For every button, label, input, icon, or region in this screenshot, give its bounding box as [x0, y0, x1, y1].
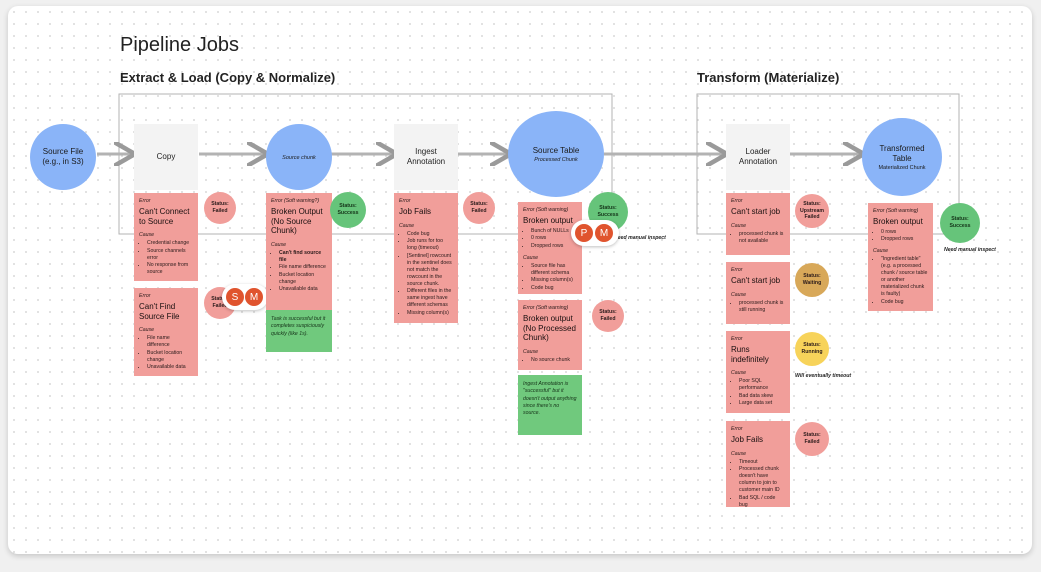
- note-manual-inspect: Need manual inspect: [944, 247, 996, 253]
- note-ingest-no-output[interactable]: Ingest Annotation is "successful" but it…: [518, 375, 582, 435]
- collaborator-avatar[interactable]: M: [244, 287, 264, 307]
- cause-item: Job runs for too long (timeout): [407, 238, 453, 252]
- status-badge-upstream-failed: Status:Upstream Failed: [795, 194, 829, 228]
- symptom-item: Dropped rows: [531, 243, 577, 250]
- error-card-broken-output-transformed[interactable]: Error (Soft warning) Broken output 0 row…: [868, 203, 933, 311]
- source-file-node[interactable]: Source File (e.g., in S3): [30, 124, 96, 190]
- status-badge-failed: Status:Failed: [795, 422, 829, 456]
- status-badge-success: Status:Success: [330, 192, 366, 228]
- symptom-item: Bunch of NULLs: [531, 228, 577, 235]
- error-card-broken-output-no-source-chunk[interactable]: Error (Soft warning?) Broken Output (No …: [266, 193, 332, 311]
- error-card-cant-start-upstream[interactable]: Error Can't start job Cause processed ch…: [726, 193, 790, 255]
- error-card-cant-start-waiting[interactable]: Error Can't start job Cause processed ch…: [726, 262, 790, 324]
- status-badge-running: Status:Running: [795, 332, 829, 366]
- cause-item: Poor SQL performance: [739, 378, 785, 392]
- status-badge-waiting: Status:Waiting: [795, 263, 829, 297]
- cause-item: Unavailable data: [279, 286, 327, 293]
- cause-item: Processed chunk doesn't have column to j…: [739, 466, 785, 494]
- cause-item: Code bug: [531, 285, 577, 292]
- cause-item: processed chunk is still running: [739, 300, 785, 314]
- cause-item: Bad data skew: [739, 393, 785, 400]
- symptom-item: 0 rows: [881, 229, 928, 236]
- transformed-table-node[interactable]: Transformed Table Materialized Chunk: [862, 118, 942, 196]
- cause-item: File name difference: [147, 335, 193, 349]
- cause-item: "Ingredient table" (e.g. a processed chu…: [881, 256, 928, 298]
- cause-item: Bucket location change: [147, 350, 193, 364]
- page-title: Pipeline Jobs: [120, 34, 239, 56]
- cause-item: Code bug: [407, 231, 453, 238]
- cause-item: No response from source: [147, 262, 193, 276]
- cause-item: Different files in the same ingest have …: [407, 288, 453, 309]
- error-card-broken-output-source-table[interactable]: Error (Soft warning) Broken output Bunch…: [518, 202, 582, 294]
- cause-item: Bucket location change: [279, 272, 327, 286]
- loader-annotation-step[interactable]: Loader Annotation: [726, 124, 790, 190]
- cause-item: No source chunk: [531, 357, 577, 364]
- cause-item: processed chunk is not available: [739, 231, 785, 245]
- error-card-cant-find-source[interactable]: Error Can't Find Source File Cause File …: [134, 288, 198, 376]
- error-card-job-fails-ingest[interactable]: Error Job Fails Cause Code bug Job runs …: [394, 193, 458, 323]
- collaborator-avatar[interactable]: M: [594, 223, 614, 243]
- copy-step[interactable]: Copy: [134, 124, 198, 190]
- ingest-annotation-step[interactable]: Ingest Annotation: [394, 124, 458, 190]
- collaborator-avatar[interactable]: P: [574, 223, 594, 243]
- error-card-job-fails-loader[interactable]: Error Job Fails Cause Timeout Processed …: [726, 421, 790, 509]
- cause-item: Can't find source file: [279, 250, 327, 264]
- source-chunk-node[interactable]: Source chunk: [266, 124, 332, 190]
- cause-item: Source channels error: [147, 248, 193, 262]
- note-suspicious-success[interactable]: Task is successful but it completes susp…: [266, 310, 332, 352]
- status-badge-failed: Status:Failed: [592, 300, 624, 332]
- error-card-cant-connect[interactable]: Error Can't Connect to Source Cause Cred…: [134, 193, 198, 281]
- transform-frame: [696, 93, 960, 235]
- note-will-timeout: Will eventually timeout: [795, 373, 852, 379]
- cause-item: Missing column(s): [531, 277, 577, 284]
- cause-item: Missing column(s): [407, 310, 453, 317]
- status-badge-failed: Status:Failed: [463, 192, 495, 224]
- cause-item: [Sentinel] rowcount in the sentinel does…: [407, 253, 453, 288]
- section-transform-heading: Transform (Materialize): [697, 70, 840, 85]
- cause-item: Large data set: [739, 400, 785, 407]
- source-table-node[interactable]: Source Table Processed Chunk: [508, 111, 604, 197]
- error-card-runs-indefinitely[interactable]: Error Runs indefinitely Cause Poor SQL p…: [726, 331, 790, 413]
- whiteboard-canvas[interactable]: Pipeline Jobs Extract & Load (Copy & Nor…: [8, 6, 1032, 554]
- symptom-item: 0 rows: [531, 235, 577, 242]
- cause-item: Source file has different schema: [531, 263, 577, 277]
- symptom-item: Dropped rows: [881, 236, 928, 243]
- status-badge-success: Status:Success: [940, 203, 980, 243]
- status-badge-failed: Status:Failed: [204, 192, 236, 224]
- cause-item: Unavailable data: [147, 364, 193, 371]
- section-extract-heading: Extract & Load (Copy & Normalize): [120, 70, 336, 85]
- cause-item: File name difference: [279, 264, 327, 271]
- cause-item: Code bug: [881, 299, 928, 306]
- cause-item: Bad SQL / code bug: [739, 495, 785, 509]
- collaborator-avatar[interactable]: S: [225, 287, 245, 307]
- cause-item: Credential change: [147, 240, 193, 247]
- note-manual-inspect: Need manual inspect: [614, 235, 666, 241]
- error-card-no-processed-chunk[interactable]: Error (Soft warning) Broken output (No P…: [518, 300, 582, 370]
- connector-layer: [97, 93, 960, 235]
- cause-item: Timeout: [739, 459, 785, 466]
